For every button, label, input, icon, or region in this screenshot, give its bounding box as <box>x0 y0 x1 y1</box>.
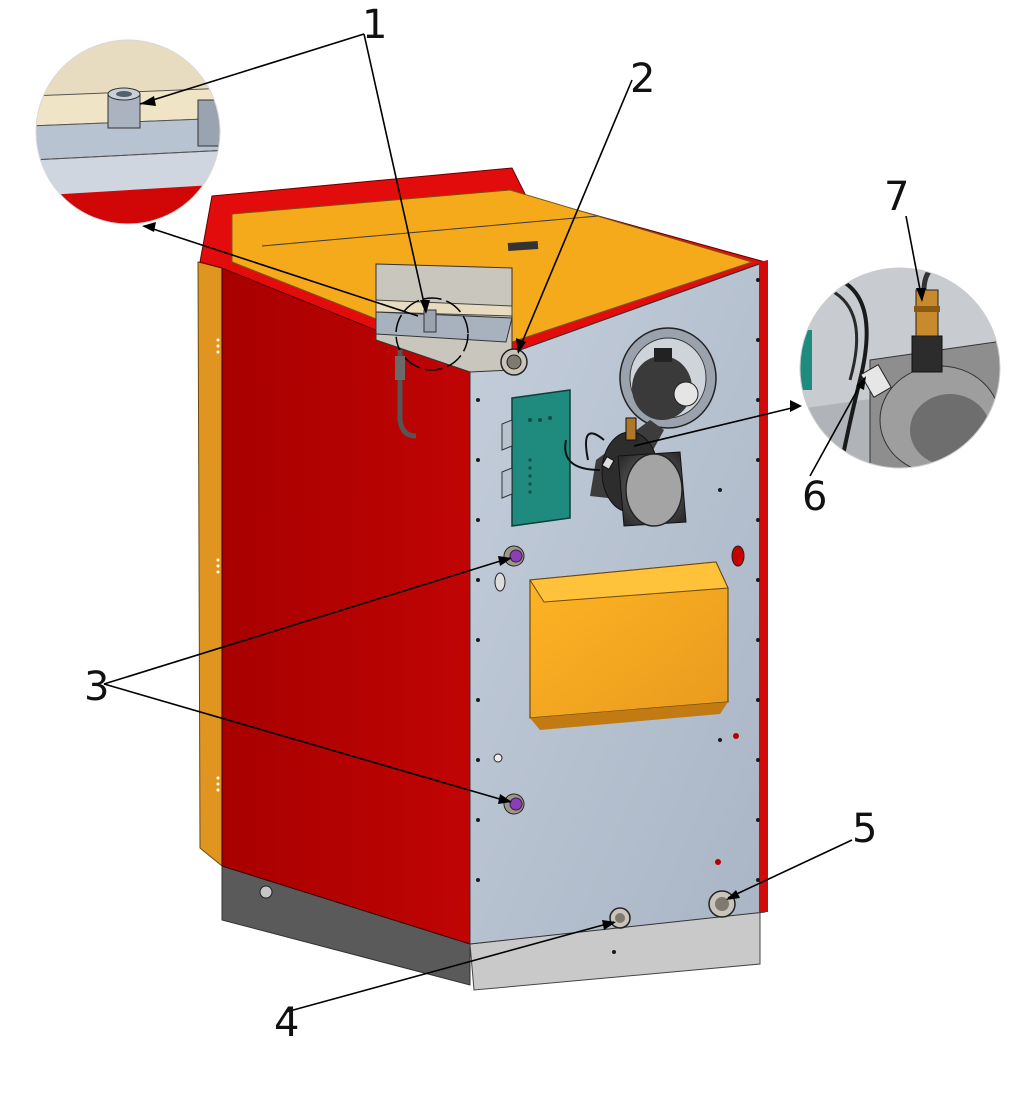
blower-fan <box>564 327 717 527</box>
plinth-hook <box>259 885 273 899</box>
callout-labels: 1 2 3 4 5 6 7 <box>84 2 909 1046</box>
cutaway-shelf <box>375 299 513 317</box>
lid-slot <box>507 240 539 252</box>
detail-inset-top-left <box>35 39 221 225</box>
callout-6: 6 <box>802 474 827 520</box>
panel-rivets <box>476 278 760 954</box>
ash-cover <box>529 561 729 730</box>
callout-3: 3 <box>84 664 109 710</box>
control-board <box>501 389 571 527</box>
callout-5: 5 <box>852 806 877 852</box>
callout-7: 7 <box>884 174 909 220</box>
outlet-fitting-top <box>500 348 528 376</box>
cutaway-beam <box>375 311 513 343</box>
detail-inset-top-right <box>799 267 1001 469</box>
cutaway-post <box>423 309 437 333</box>
callout-1: 1 <box>362 2 387 48</box>
sensor-cable <box>397 350 417 439</box>
red-marker-2 <box>715 859 721 865</box>
sight-port <box>731 545 745 567</box>
callout-2: 2 <box>630 56 655 102</box>
callout-4: 4 <box>274 1000 299 1046</box>
right-red-edge <box>759 260 768 912</box>
leader-lines <box>103 33 926 1013</box>
red-marker-1 <box>733 733 739 739</box>
detail-circle <box>395 297 469 371</box>
boiler-body <box>197 167 768 991</box>
purple-fittings <box>493 545 525 815</box>
side-rivets <box>216 338 220 792</box>
sensor-plug <box>395 356 405 380</box>
